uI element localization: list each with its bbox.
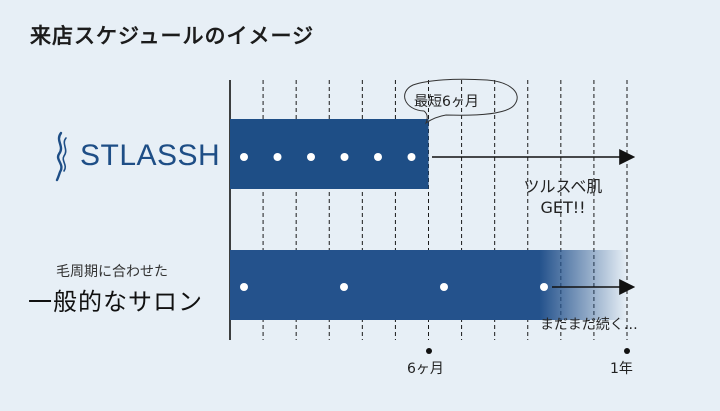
result-line-2: GET!!: [540, 198, 586, 217]
stlassh-bar: [230, 119, 429, 189]
stlassh-visit-dot-2: [273, 153, 282, 161]
stlassh-visit-dot-3: [307, 153, 315, 161]
result-text: ツルスベ肌 GET!!: [498, 176, 628, 218]
stlassh-logo-icon: [55, 131, 67, 182]
page-title: 来店スケジュールのイメージ: [30, 24, 315, 48]
stlassh-visit-dots: [240, 153, 416, 161]
axis-label-1-year: 1年: [610, 361, 633, 377]
axis-dot-1-year: [624, 348, 630, 354]
callout-bubble: [404, 78, 518, 125]
salon-visit-dot-1: [240, 283, 248, 291]
stlassh-brand-name: STLASSH: [80, 139, 221, 172]
salon-visit-dots: [240, 283, 548, 291]
axis-label-6-months: 6ヶ月: [407, 361, 444, 377]
salon-name: 一般的なサロン: [28, 288, 203, 316]
callout-text: 最短6ヶ月: [414, 94, 479, 110]
stlassh-visit-dot-4: [340, 153, 349, 161]
continue-text: まだまだ続く…: [540, 317, 638, 333]
salon-subtitle: 毛周期に合わせた: [56, 264, 168, 280]
salon-visit-dot-2: [340, 283, 348, 291]
stlassh-visit-dot-1: [240, 153, 248, 161]
salon-visit-dot-3: [440, 283, 448, 291]
stlassh-visit-dot-6: [407, 153, 416, 161]
stlassh-visit-dot-5: [374, 153, 382, 161]
result-line-1: ツルスベ肌: [523, 177, 603, 196]
stlassh-brand: STLASSH: [50, 130, 220, 182]
salon-bar: [230, 250, 627, 320]
salon-visit-dot-4: [540, 283, 548, 291]
axis-dot-6-months: [426, 348, 432, 354]
